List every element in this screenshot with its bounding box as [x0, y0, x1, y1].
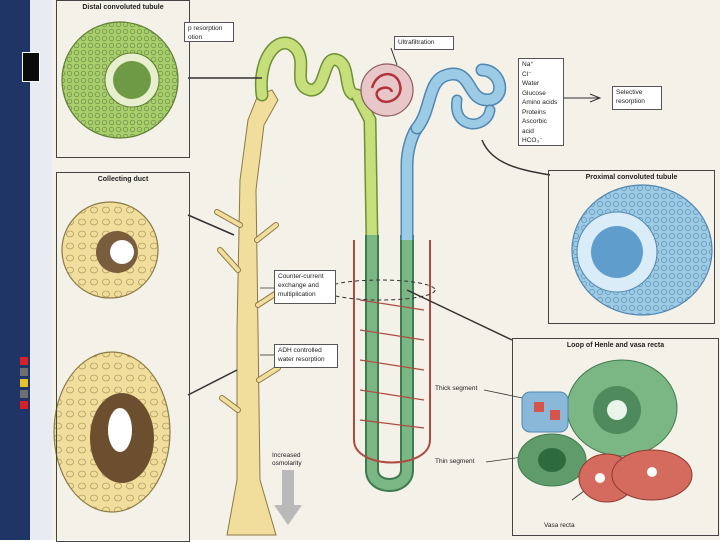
counter-line2: exchange and	[278, 282, 319, 289]
ultrafiltration-text: Ultrafiltration	[398, 39, 435, 46]
collecting-panel: Collecting duct	[56, 172, 190, 542]
collecting-duct-cross-section-small	[61, 201, 159, 299]
counter-line1: Counter-current	[278, 273, 324, 280]
counter-current-label: Counter-current exchange and multiplicat…	[274, 270, 336, 304]
nephron-figure: Distal convoluted tubule Collecting duct…	[52, 0, 720, 542]
resorption-label: p resorption otion	[184, 22, 234, 42]
osmolarity-line1: Increased	[272, 452, 301, 459]
collecting-duct-cross-section-large	[53, 351, 171, 513]
slide-sidebar-light	[30, 0, 52, 540]
gray-marker	[20, 390, 28, 398]
slide-sidebar	[0, 0, 30, 540]
red-marker	[20, 401, 28, 409]
solute-bicarbonate: HCO₃⁻	[522, 137, 543, 144]
selective-line2: resorption	[616, 98, 645, 105]
solute-glucose: Glucose	[522, 89, 546, 97]
solute-proteins: Proteins	[522, 108, 546, 116]
distal-tubule-cross-section	[61, 21, 179, 139]
ultrafiltration-label: Ultrafiltration	[394, 36, 454, 50]
thick-segment-label: Thick segment	[435, 385, 478, 392]
yellow-marker	[20, 379, 28, 387]
counter-line3: multiplication	[278, 291, 316, 298]
loop-panel: Loop of Henle and vasa recta	[512, 338, 719, 536]
nephron-drawing	[53, 21, 713, 536]
red-marker	[20, 357, 28, 365]
loop-panel-title: Loop of Henle and vasa recta	[566, 342, 665, 349]
adh-label: ADH controlled water resorption	[274, 344, 338, 368]
osmolarity-line2: osmolarity	[272, 460, 302, 467]
vasa-recta-label: Vasa recta	[544, 522, 575, 529]
proximal-panel: Proximal convoluted tubule	[548, 170, 715, 324]
thin-segment-label: Thin segment	[435, 458, 475, 465]
selective-resorption-label: Selective resorption	[612, 86, 662, 110]
slide-accent-block	[22, 52, 40, 82]
solute-cl: Cl⁻	[522, 70, 532, 78]
collecting-panel-title: Collecting duct	[97, 176, 149, 183]
gray-marker	[20, 368, 28, 376]
loop-cross-sections	[517, 359, 693, 503]
resorption-label-line1: p resorption	[188, 25, 223, 32]
solute-water: Water	[522, 80, 540, 87]
adh-line2: water resorption	[278, 356, 325, 363]
selective-line1: Selective	[616, 89, 643, 96]
solute-ascorbic-acid: Ascorbic acid	[522, 118, 547, 135]
adh-line1: ADH controlled	[278, 347, 322, 354]
distal-panel: Distal convoluted tubule	[56, 0, 190, 158]
proximal-panel-title: Proximal convoluted tubule	[585, 174, 678, 181]
solute-amino-acids: Amino acids	[522, 99, 558, 106]
solutes-label: Na⁺ Cl⁻ Water Glucose Amino acids Protei…	[518, 58, 564, 146]
increased-osmolarity-label: Increased osmolarity	[272, 452, 322, 468]
solute-na: Na⁺	[522, 61, 534, 68]
resorption-label-line2: otion	[188, 34, 203, 41]
proximal-tubule-cross-section	[571, 184, 713, 316]
distal-panel-title: Distal convoluted tubule	[82, 4, 164, 11]
